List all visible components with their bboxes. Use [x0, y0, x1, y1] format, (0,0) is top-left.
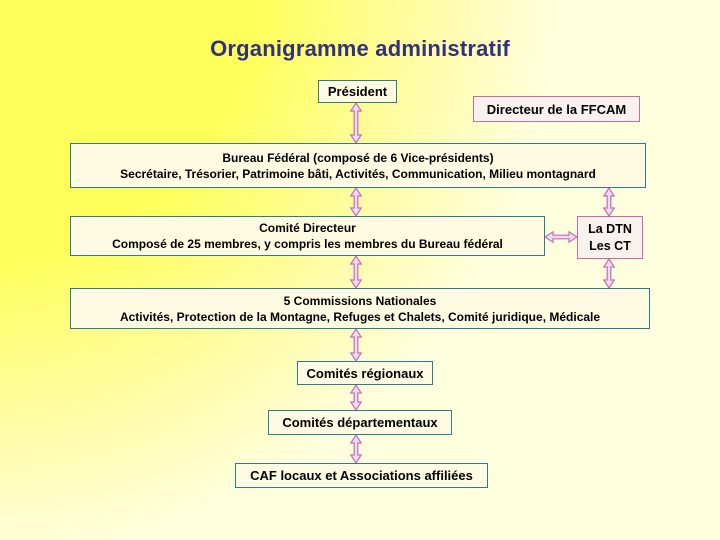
node-comites-departementaux: Comités départementaux — [268, 410, 452, 435]
node-dtn-line1: La DTN — [588, 221, 632, 236]
node-caf-locaux: CAF locaux et Associations affiliées — [235, 463, 488, 488]
node-directeur-ffcam: Directeur de la FFCAM — [473, 96, 640, 122]
node-comite-line1: Comité Directeur — [259, 221, 356, 235]
node-caf-label: CAF locaux et Associations affiliées — [250, 468, 473, 483]
double-arrow-commissions-regionaux — [349, 327, 363, 363]
double-arrow-bureau-dtn — [602, 186, 616, 218]
page-title: Organigramme administratif — [210, 36, 510, 61]
node-dtn-line2: Les CT — [589, 238, 631, 253]
double-arrow-bureau-comite — [349, 186, 363, 218]
node-president: Président — [318, 80, 397, 103]
node-bureau-federal: Bureau Fédéral (composé de 6 Vice-présid… — [70, 143, 646, 188]
node-president-label: Président — [327, 84, 388, 99]
double-arrow-comite-dtn — [543, 230, 579, 244]
double-arrow-departementaux-caf — [349, 433, 363, 465]
node-comite-line2: Composé de 25 membres, y compris les mem… — [112, 237, 503, 251]
double-arrow-president-bureau — [349, 101, 363, 145]
double-arrow-dtn-commissions — [602, 257, 616, 290]
node-bureau-line2: Secrétaire, Trésorier, Patrimoine bâti, … — [120, 166, 596, 181]
node-dtn-ct: La DTN Les CT — [577, 216, 643, 259]
node-commissions-line1: 5 Commissions Nationales — [283, 293, 437, 308]
node-commissions-nationales: 5 Commissions Nationales Activités, Prot… — [70, 288, 650, 329]
node-comite-directeur: Comité Directeur Composé de 25 membres, … — [70, 216, 545, 256]
double-arrow-regionaux-departementaux — [349, 383, 363, 412]
double-arrow-comite-commissions — [349, 254, 363, 290]
node-directeur-label: Directeur de la FFCAM — [486, 101, 627, 117]
node-comites-regionaux: Comités régionaux — [297, 361, 433, 385]
node-commissions-line2: Activités, Protection de la Montagne, Re… — [119, 309, 601, 324]
node-regionaux-label: Comités régionaux — [306, 365, 424, 381]
node-departementaux-label: Comités départementaux — [282, 415, 438, 430]
node-bureau-line1: Bureau Fédéral (composé de 6 Vice-présid… — [222, 150, 494, 165]
